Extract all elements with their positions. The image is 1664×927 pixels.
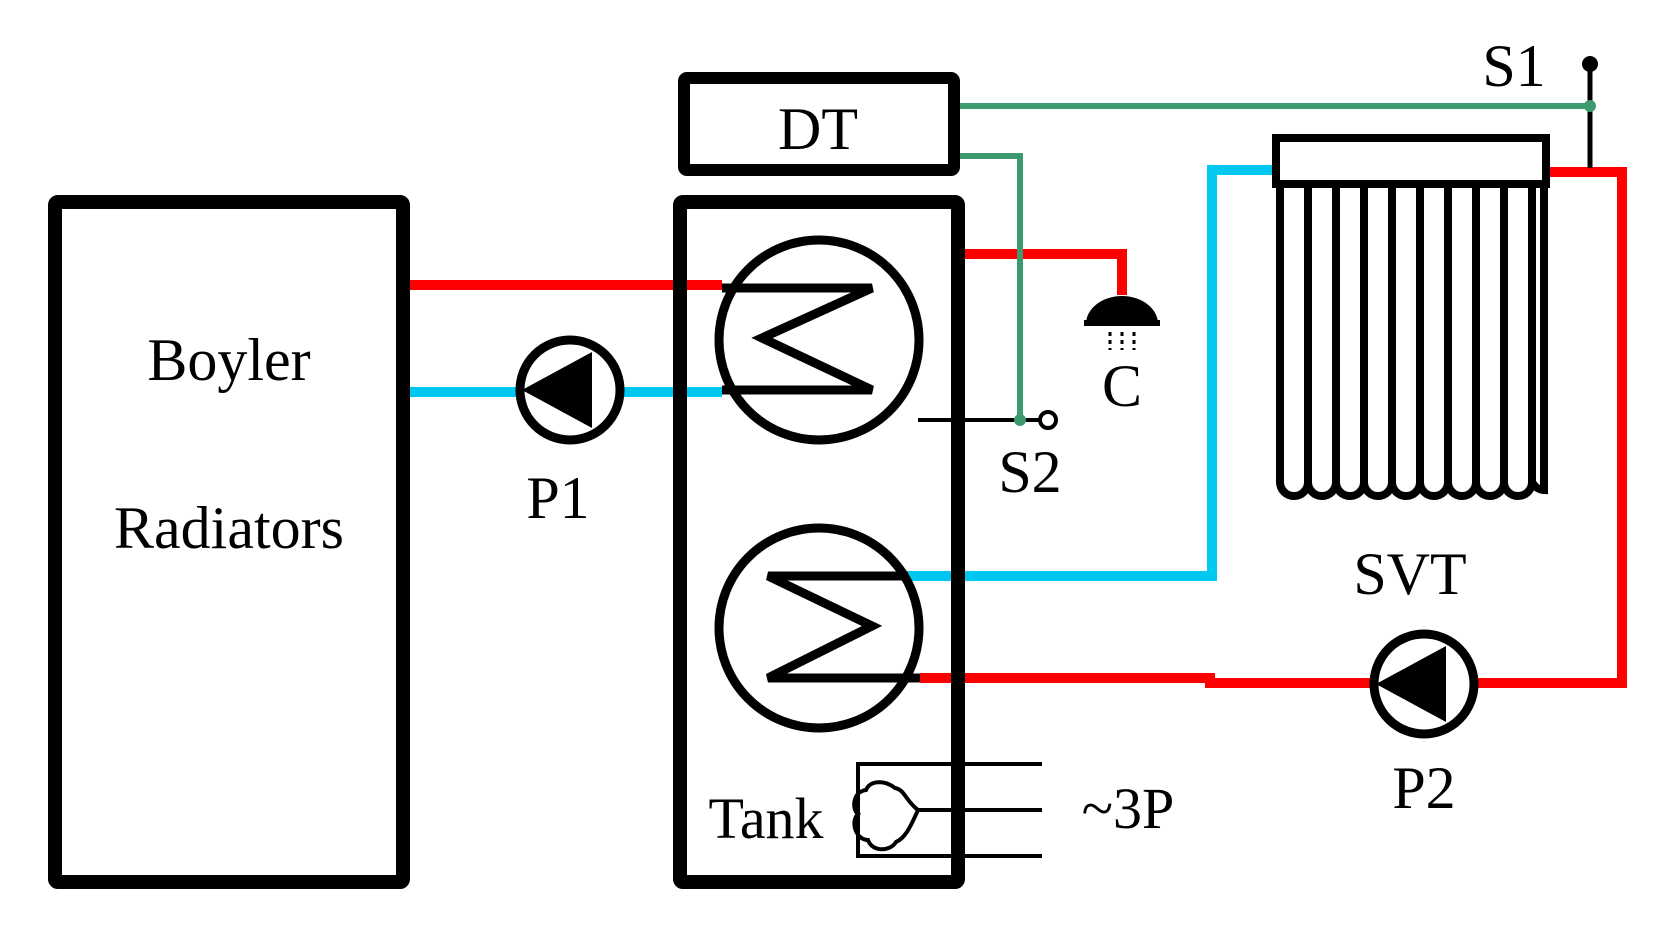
tank-label: Tank xyxy=(708,786,823,851)
sensor-s2-label: S2 xyxy=(998,439,1061,505)
consumer-label: C xyxy=(1102,353,1142,419)
collector-outlet-pipe xyxy=(1474,167,1627,688)
dt-box xyxy=(678,72,960,176)
hot-pipes xyxy=(410,167,1627,688)
pump-p1: P1 xyxy=(515,335,625,531)
sensor-s1-label: S1 xyxy=(1482,33,1545,99)
pump-p2: P2 xyxy=(1369,629,1479,821)
circulation-pump-icon xyxy=(1369,629,1479,739)
solar-collector-icon xyxy=(1272,134,1550,500)
shower-icon xyxy=(1084,296,1160,350)
temperature-sensor-icon xyxy=(1582,56,1598,168)
pump-p2-label: P2 xyxy=(1392,755,1455,821)
boiler-box xyxy=(48,195,410,889)
upper-heat-exchanger-icon xyxy=(714,235,924,445)
temperature-sensor-icon xyxy=(918,410,1058,430)
power-supply-label: ~3P xyxy=(1082,776,1175,841)
dt-controller: DT xyxy=(678,72,960,176)
lower-heat-exchanger-icon xyxy=(714,523,924,733)
electric-heater-icon xyxy=(852,762,1042,858)
sensor-s2: S2 xyxy=(918,410,1062,505)
boiler-label: Boyler xyxy=(147,327,310,393)
collector-cold-inlet-pipe xyxy=(908,165,1272,581)
boiler-radiators-unit: Boyler Radiators xyxy=(48,195,410,889)
tank-box xyxy=(673,195,965,889)
radiators-label: Radiators xyxy=(114,495,344,561)
consumer-shower: C xyxy=(1084,296,1160,419)
circulation-pump-icon xyxy=(515,335,625,445)
solar-collector-svt: SVT xyxy=(1272,134,1550,607)
dt-label: DT xyxy=(778,96,858,162)
shower-supply-pipe xyxy=(958,249,1127,295)
sensor-s1: S1 xyxy=(1482,33,1598,168)
storage-tank: Tank xyxy=(673,195,1042,889)
signal-lines xyxy=(960,103,1590,420)
collector-hot-return-pipe xyxy=(920,673,1374,688)
cold-pipes xyxy=(410,165,1272,581)
pump-p1-label: P1 xyxy=(526,465,589,531)
collector-label: SVT xyxy=(1353,541,1466,607)
s2-signal-line xyxy=(960,153,1023,420)
